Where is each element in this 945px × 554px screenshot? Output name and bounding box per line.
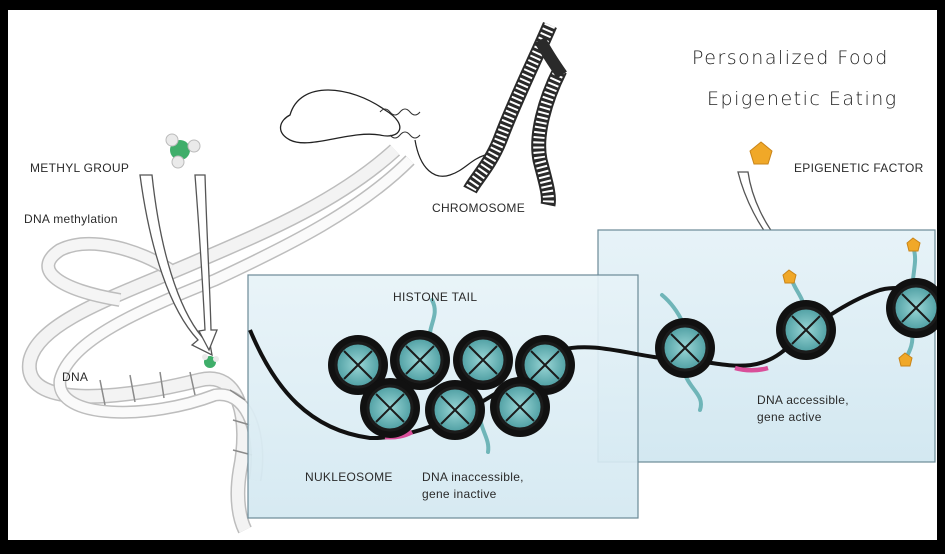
dna-strand xyxy=(248,286,937,441)
label-dna-accessible-2: gene active xyxy=(757,410,822,424)
chromatin-tail xyxy=(414,139,486,177)
label-dna-inaccessible-2: gene inactive xyxy=(422,487,497,501)
chromosome xyxy=(463,22,567,207)
label-dna-methylation: DNA methylation xyxy=(24,212,118,226)
marker-active xyxy=(734,365,769,373)
label-chromosome: CHROMOSOME xyxy=(432,201,525,215)
methyl-molecule xyxy=(165,133,201,169)
title-line-2: Epigenetic Eating xyxy=(707,88,898,110)
label-histone-tail: HISTONE TAIL xyxy=(393,290,478,304)
label-dna-accessible-1: DNA accessible, xyxy=(757,393,849,407)
methyl-on-dna xyxy=(202,354,219,368)
factor-pentagon-large xyxy=(749,141,773,165)
label-epigenetic-factor: EPIGENETIC FACTOR xyxy=(794,161,924,175)
chromatin-fiber xyxy=(279,89,401,144)
label-nukleosome: NUKLEOSOME xyxy=(305,470,393,484)
panel-accessible xyxy=(597,229,936,463)
nucleosome-cluster xyxy=(328,330,575,440)
open-nucleosomes xyxy=(655,278,945,378)
methylation-arrow xyxy=(194,174,218,352)
epigenetic-factors xyxy=(749,141,921,367)
dna-helix xyxy=(21,144,415,534)
label-methyl-group: METHYL GROUP xyxy=(30,161,130,175)
title-line-1: Personalized Food xyxy=(692,47,889,69)
label-dna-inaccessible-1: DNA inaccessible, xyxy=(422,470,524,484)
label-dna: DNA xyxy=(62,370,89,384)
chromatin-coil xyxy=(379,108,421,139)
